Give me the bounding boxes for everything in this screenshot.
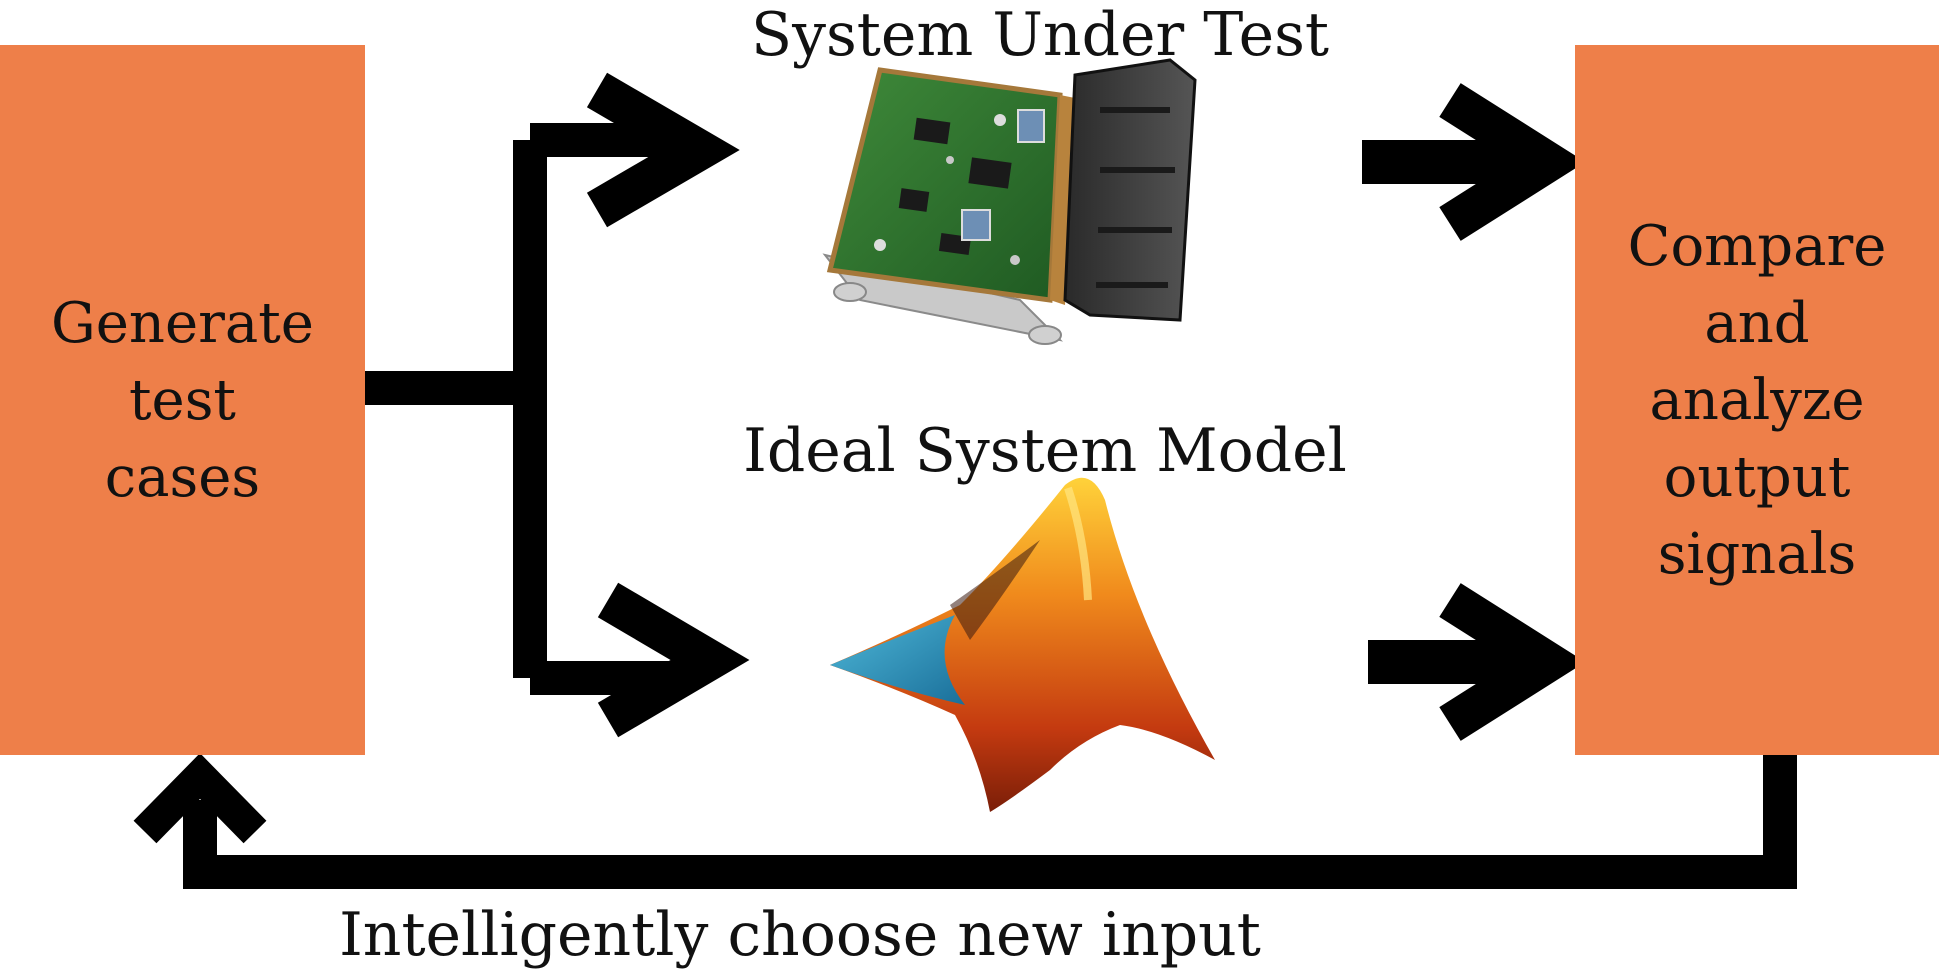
compare-analyze-box: Compare and analyze output signals — [1575, 45, 1939, 755]
ecu-circuit-board-icon — [822, 58, 1197, 345]
compare-box-line: signals — [1657, 521, 1857, 587]
generate-box-label: Generate test cases — [51, 285, 314, 516]
generate-box-line: Generate — [51, 290, 314, 356]
arrow-sut-to-compare — [1362, 83, 1586, 241]
ideal-system-model-caption: Ideal System Model — [743, 416, 1347, 486]
system-under-test-caption: System Under Test — [750, 0, 1330, 70]
compare-box-line: analyze — [1649, 367, 1865, 433]
generate-box-line: cases — [104, 444, 261, 510]
compare-box-line: and — [1704, 290, 1810, 356]
compare-box-label: Compare and analyze output signals — [1628, 208, 1887, 593]
matlab-membrane-logo-icon — [830, 477, 1215, 812]
compare-box-line: Compare — [1627, 213, 1887, 279]
arrow-to-system-under-test — [586, 72, 740, 228]
arrow-to-ideal-model — [597, 582, 750, 738]
feedback-caption: Intelligently choose new input — [339, 900, 1261, 970]
generate-test-cases-box: Generate test cases — [0, 45, 365, 755]
split-connector — [365, 123, 690, 695]
arrow-model-to-compare — [1368, 583, 1586, 741]
feedback-loop-arrow — [133, 753, 1797, 889]
generate-box-line: test — [129, 367, 236, 433]
compare-box-line: output — [1663, 444, 1851, 510]
